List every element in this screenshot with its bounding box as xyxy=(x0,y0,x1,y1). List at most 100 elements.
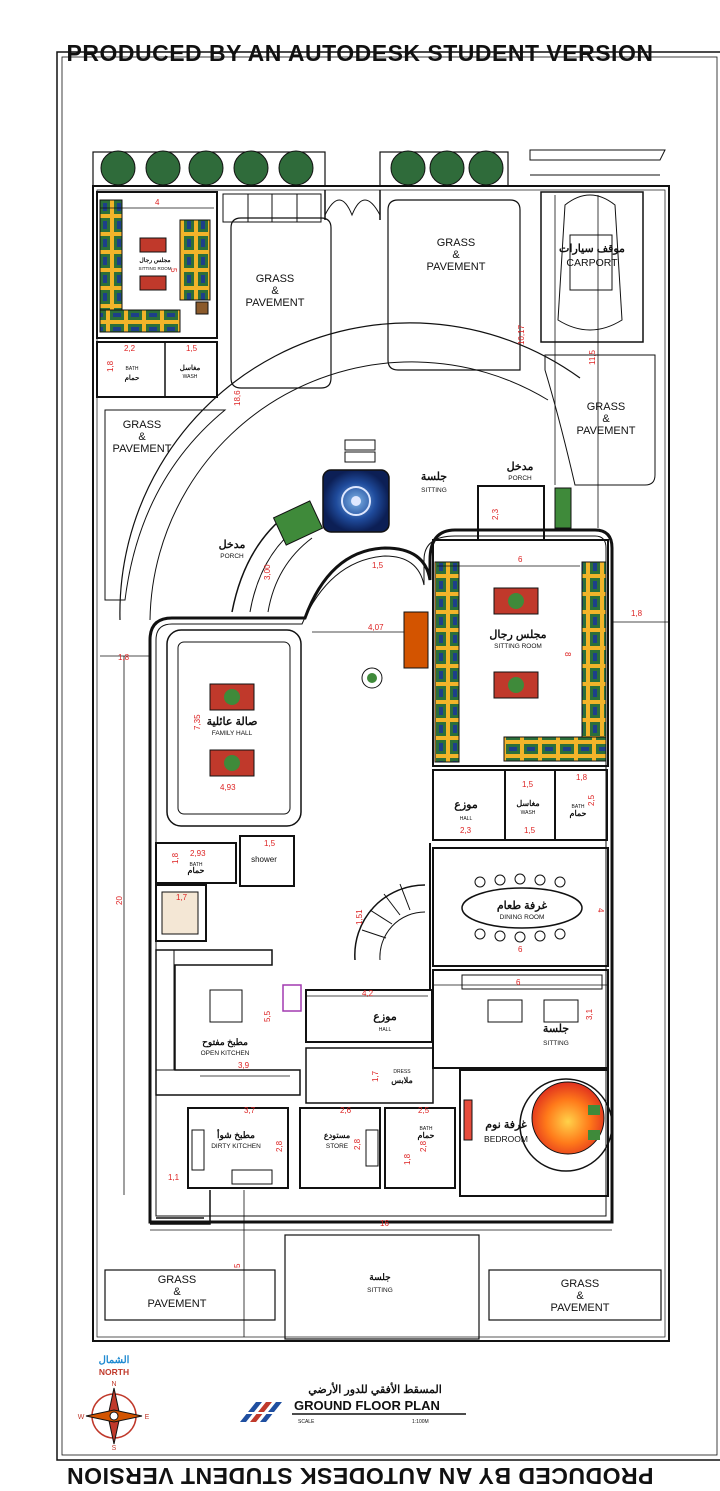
dim-1-8a: 1,8 xyxy=(106,360,115,372)
scale-value: 1:100M xyxy=(412,1419,429,1425)
carport-gate xyxy=(529,149,666,161)
family-hall-sofa xyxy=(166,629,302,827)
bath-left-label-ar: حمام xyxy=(188,866,205,876)
bath-right-label-ar: حمام xyxy=(570,809,587,819)
sitting-out-label-ar: جلسة xyxy=(421,471,447,483)
grass-label-1c: PAVEMENT xyxy=(246,297,305,309)
bath-tl-label-en: BATH xyxy=(126,366,139,372)
sheet-border-inner xyxy=(61,56,718,1456)
dim-1-8c: 1,8 xyxy=(118,653,130,662)
bath-left-label-en: BATH xyxy=(190,862,203,868)
grass-label-3c: PAVEMENT xyxy=(113,443,172,455)
title-arabic: المسقط الأفقي للدور الأرضي xyxy=(308,1382,442,1397)
dining-label-en: DINING ROOM xyxy=(500,914,545,921)
dim-4-93: 4,93 xyxy=(220,783,236,792)
store-label-ar: مستودع xyxy=(324,1131,350,1141)
room-majlis-small xyxy=(96,191,218,339)
bath-bottom-label-en: BATH xyxy=(420,1126,433,1132)
title-logo xyxy=(240,1402,466,1422)
bath-right-label-en: BATH xyxy=(572,804,585,810)
dim-1-5c: 1,5 xyxy=(524,826,536,835)
bed-icon xyxy=(531,1081,605,1155)
room-bath-left xyxy=(155,842,237,884)
dim-3-1: 3,1 xyxy=(585,1008,594,1020)
sitting-in-label-ar: جلسة xyxy=(543,1023,569,1035)
wash-tl-label-en: WASH xyxy=(183,374,198,380)
dim-11-5: 11,5 xyxy=(588,349,597,365)
dim-1-5d: 1,5 xyxy=(264,839,276,848)
grass-label-6c: PAVEMENT xyxy=(551,1302,610,1314)
carport-label-ar: موقف سيارات xyxy=(559,243,625,255)
sitting-out-label-en: SITTING xyxy=(421,487,447,494)
open-kitchen-label-ar: مطبخ مفتوح xyxy=(202,1037,248,1048)
title-english: GROUND FLOOR PLAN xyxy=(294,1398,440,1413)
grass-label-5c: PAVEMENT xyxy=(148,1298,207,1310)
grass-area-6 xyxy=(488,1269,662,1321)
dim-2-8a: 2,8 xyxy=(275,1140,284,1152)
dim-3-7: 3,7 xyxy=(244,1106,256,1115)
spiral-stairs xyxy=(354,883,426,961)
dim-1-51: 1,51 xyxy=(355,909,364,925)
carport-label-en: CARPORT xyxy=(566,257,618,269)
grass-area-1 xyxy=(230,217,332,389)
sitting-bottom-label-ar: جلسة xyxy=(369,1272,391,1282)
dim-1-5e: 1,5 xyxy=(372,561,384,570)
dim-1-7: 1,7 xyxy=(176,893,188,902)
family-hall-label-ar: صالة عائلية xyxy=(207,716,258,728)
grass-area-4 xyxy=(544,354,656,486)
plot-boundary-inner xyxy=(96,189,666,1338)
porch-left-label-en: PORCH xyxy=(220,553,244,560)
room-dirty-kitchen xyxy=(187,1107,289,1189)
dim-1-7b: 1,7 xyxy=(371,1070,380,1082)
dim-5-5: 5,5 xyxy=(263,1010,272,1022)
open-kitchen xyxy=(155,949,301,1096)
sitting-bottom xyxy=(284,1234,480,1340)
hall-right-label-en: HALL xyxy=(460,816,473,822)
dim-1-8b: 1,8 xyxy=(631,609,643,618)
compass-label-ar: الشمال xyxy=(99,1355,130,1366)
wash-right-label-en: WASH xyxy=(521,810,536,816)
bedroom-label-ar: غرفة نوم xyxy=(485,1119,527,1131)
driveway-arc xyxy=(119,322,581,621)
dim-7-35: 7,35 xyxy=(193,714,202,730)
room-sitting-in xyxy=(432,969,609,1069)
car-icon xyxy=(557,194,623,331)
grass-label-2b: & xyxy=(452,249,460,261)
grass-label-2a: GRASS xyxy=(437,237,476,249)
compass-label-en: NORTH xyxy=(99,1367,129,1377)
dim-2-2: 2,2 xyxy=(124,344,136,353)
majlis-label-en: SITTING ROOM xyxy=(494,643,542,650)
wash-tl-label-ar: مغاسل xyxy=(180,364,201,372)
bath-tl-label-ar: حمام xyxy=(125,374,140,382)
grass-label-3b: & xyxy=(138,431,146,443)
dim-6: 6 xyxy=(518,555,523,564)
dirty-kitchen-label-en: DIRTY KITCHEN xyxy=(211,1143,261,1150)
dim-5b: 5 xyxy=(233,1263,242,1268)
watermark-bottom: PRODUCED BY AN AUTODESK STUDENT VERSION xyxy=(66,1463,654,1489)
scale-label: SCALE xyxy=(298,1419,315,1425)
compass-icon xyxy=(85,1387,143,1445)
dim-2-8b: 2,8 xyxy=(353,1138,362,1150)
hall-right-label-ar: موزع xyxy=(454,799,478,811)
grass-label-5a: GRASS xyxy=(158,1274,197,1286)
hall-center-label-en: HALL xyxy=(379,1027,392,1033)
store-label-en: STORE xyxy=(326,1143,349,1150)
dim-1-8f: 1,8 xyxy=(403,1153,412,1165)
sitting-bottom-label-en: SITTING xyxy=(367,1287,393,1294)
dim-2-5b: 2,5 xyxy=(418,1106,430,1115)
majlis-label-ar: مجلس رجال xyxy=(489,629,546,641)
dim-6c: 6 xyxy=(516,978,521,987)
room-dining xyxy=(432,847,609,967)
decor-planter xyxy=(403,611,429,669)
grass-label-1a: GRASS xyxy=(256,273,295,285)
dim-2-93: 2,93 xyxy=(190,849,206,858)
dress-label-ar: ملابس xyxy=(391,1076,412,1086)
compass-w: W xyxy=(78,1414,85,1421)
grass-area-3 xyxy=(104,409,227,601)
shower xyxy=(239,835,295,887)
hall-center-label-ar: موزع xyxy=(373,1011,397,1023)
room-bath-bottom xyxy=(384,1107,456,1189)
dim-3-00: 3,00 xyxy=(263,564,272,580)
grass-label-3a: GRASS xyxy=(123,419,162,431)
